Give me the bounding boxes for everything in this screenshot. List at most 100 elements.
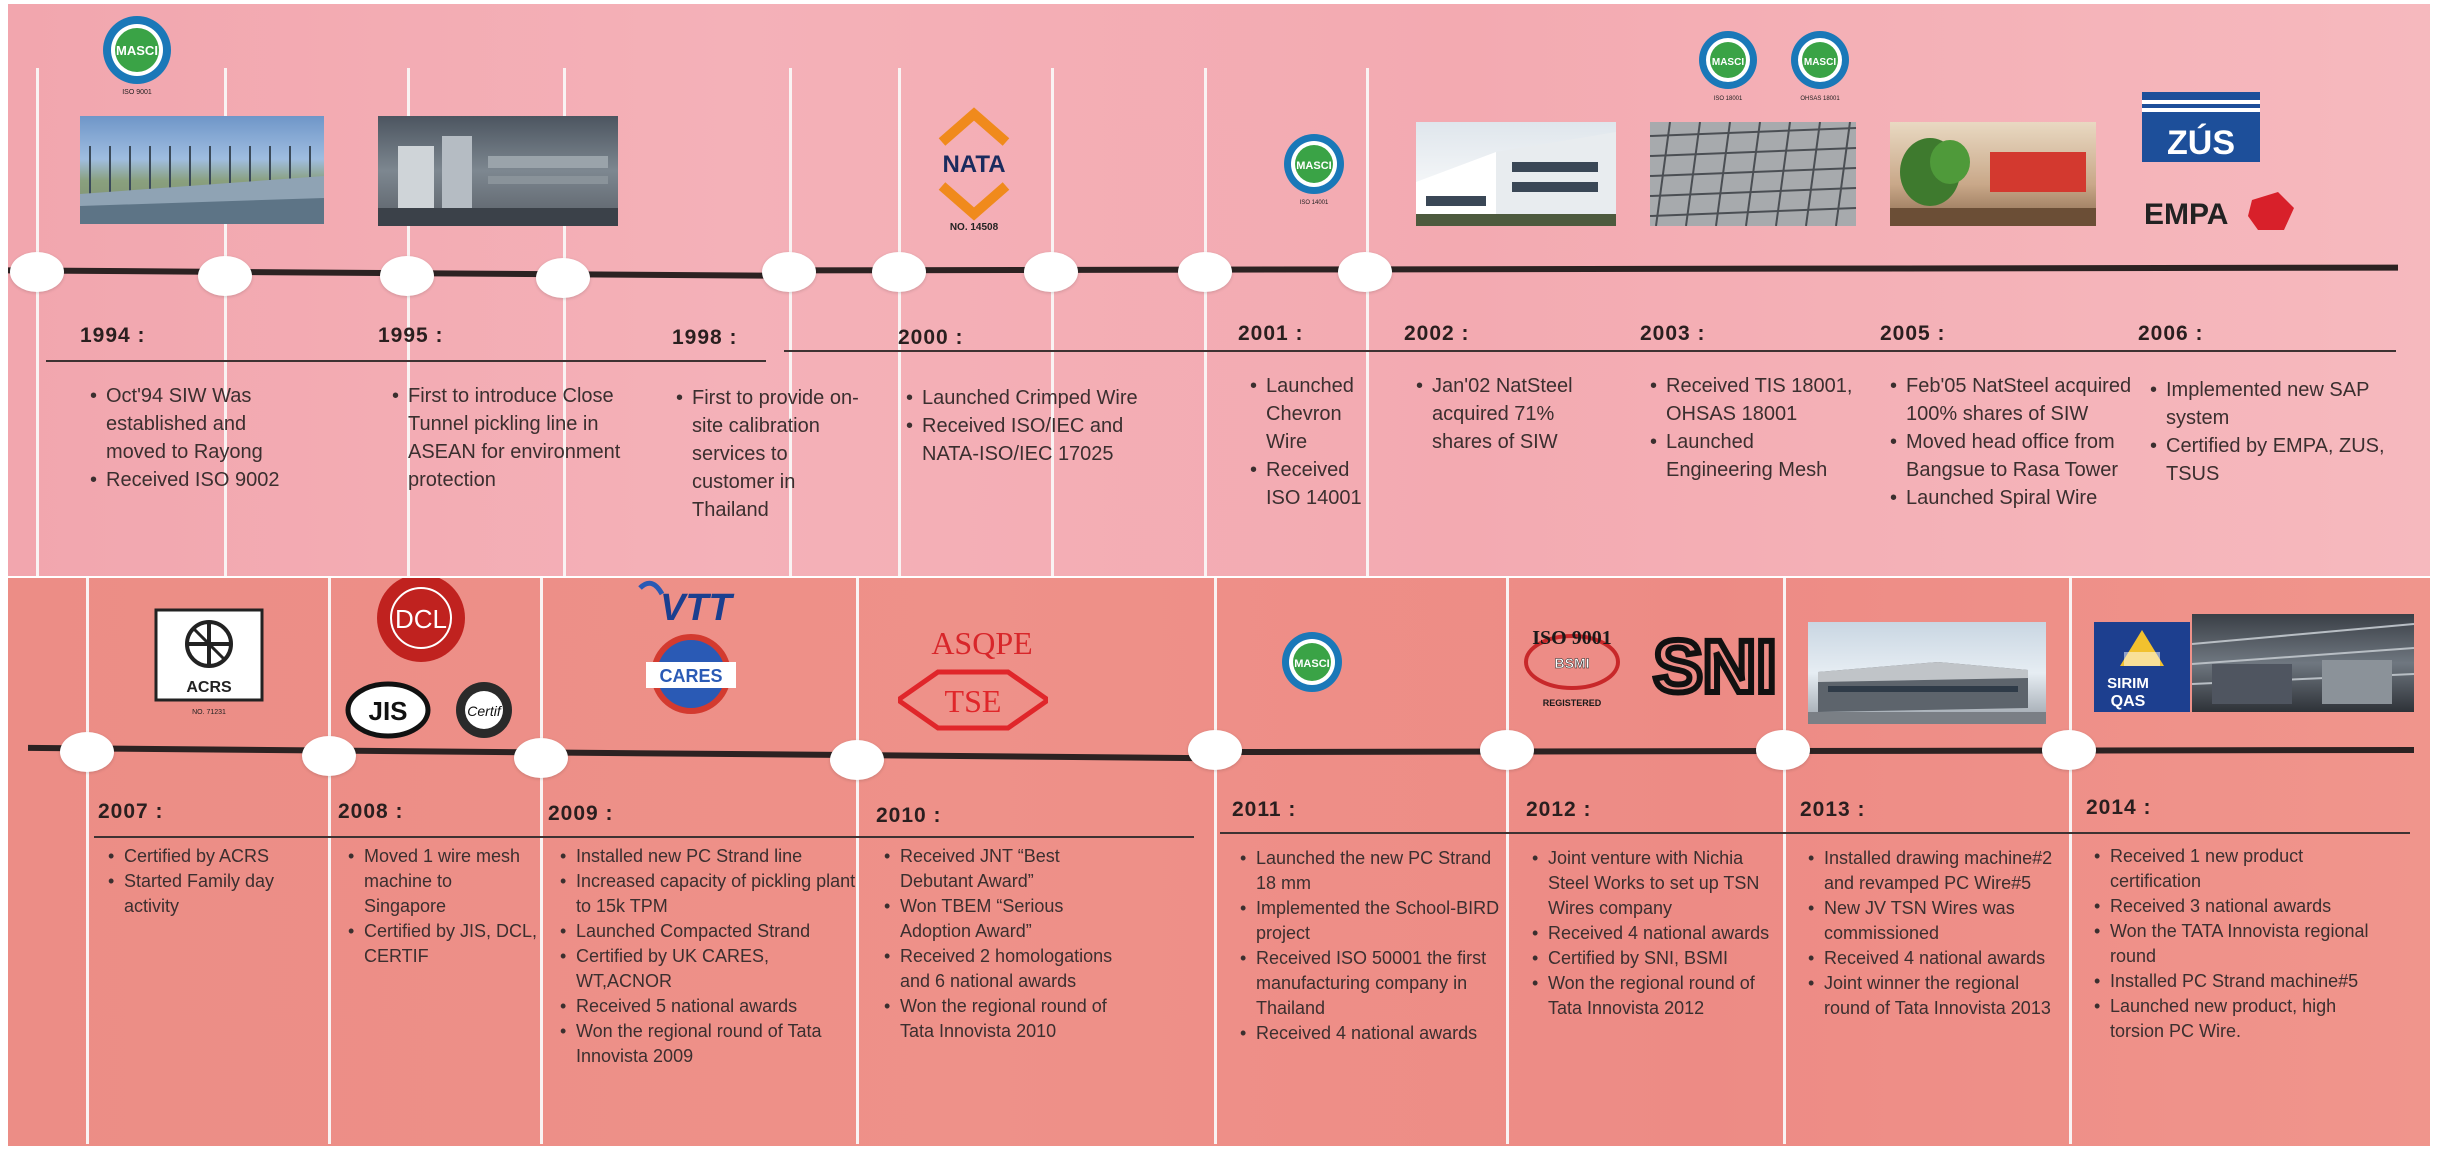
timeline-node-1998 [380, 256, 434, 296]
list-item: Certified by UK CARES, WT,ACNOR [560, 944, 856, 994]
empa-text: EMPA [2144, 198, 2228, 231]
list-item: Joint winner the regional round of Tata … [1808, 971, 2068, 1021]
list-item: Feb'05 NatSteel acquired 100% shares of … [1890, 372, 2140, 428]
milestone-list-2009: Installed new PC Strand line Increased c… [560, 844, 856, 1069]
timeline-node-1994 [10, 252, 64, 292]
list-item: Launched Engineering Mesh [1650, 428, 1860, 484]
year-label-2012: 2012 : [1526, 798, 1592, 821]
list-item: Received 5 national awards [560, 994, 856, 1019]
list-item: Oct'94 SIW Was established and moved to … [90, 382, 310, 466]
timeline-connector [86, 578, 89, 1144]
list-item: Installed PC Strand machine#5 [2094, 969, 2394, 994]
year-label-2014: 2014 : [2086, 796, 2152, 819]
list-item: Certified by EMPA, ZUS, TSUS [2150, 432, 2400, 488]
year-rule [46, 360, 766, 362]
list-item: New JV TSN Wires was commissioned [1808, 896, 2068, 946]
milestone-list-1998: First to provide on-site calibration ser… [676, 384, 864, 524]
timeline-node-2002 [872, 252, 926, 292]
list-item: Won the TATA Innovista regional round [2094, 919, 2394, 969]
timeline-node-2012 [1480, 730, 1534, 770]
nata-number: NO. 14508 [950, 222, 999, 233]
pickling-line-photo [378, 116, 618, 226]
timeline-node-2006 [1338, 252, 1392, 292]
list-item: Launched Crimped Wire [906, 384, 1146, 412]
list-item: Launched Spiral Wire [1890, 484, 2140, 512]
acrs-text: ACRS [186, 679, 232, 696]
iso9001-caption: ISO 9001 [122, 89, 152, 96]
timeline-connector [1506, 578, 1509, 1144]
list-item: Implemented the School-BIRD project [1240, 896, 1502, 946]
list-item: Moved 1 wire mesh machine to Singapore [348, 844, 538, 919]
list-item: Started Family day activity [108, 869, 318, 919]
list-item: Certified by SNI, BSMI [1532, 946, 1782, 971]
timeline-connector [1783, 578, 1786, 1144]
year-rule [1220, 832, 2410, 834]
milestone-list-2005: Feb'05 NatSteel acquired 100% shares of … [1890, 372, 2140, 512]
bsmi-iso9001-logo: ISO 9001 BSMI REGISTERED [1524, 627, 1620, 708]
acrs-logo: ACRS NO. 71231 [154, 608, 264, 716]
milestone-list-2013: Installed drawing machine#2 and revamped… [1808, 846, 2068, 1021]
milestone-list-2010: Received JNT “Best Debutant Award” Won T… [884, 844, 1124, 1044]
zus-logo: ZÚS [2142, 92, 2260, 162]
timeline-node-2010 [830, 740, 884, 780]
svg-text:MASCI: MASCI [1296, 160, 1331, 172]
list-item: Certified by JIS, DCL, CERTIF [348, 919, 538, 969]
qas-text: QAS [2111, 693, 2146, 710]
year-rule [784, 350, 2396, 352]
nata-text: NATA [942, 151, 1005, 178]
timeline-node-2013 [1756, 730, 1810, 770]
zus-text: ZÚS [2167, 124, 2235, 162]
timeline-connector [789, 68, 792, 576]
cares-logo: CARES [646, 634, 736, 714]
milestone-list-2012: Joint venture with Nichia Steel Works to… [1532, 846, 1782, 1021]
list-item: Won the regional round of Tata Innovista… [1532, 971, 1782, 1021]
timeline-node-2003 [1024, 252, 1078, 292]
year-label-2003: 2003 : [1640, 322, 1706, 345]
masci-iso50001-logo: MASCI [1282, 632, 1342, 692]
timeline-connector [224, 68, 227, 576]
tse-logo: TSE [898, 669, 1048, 731]
milestone-list-2006: Implemented new SAP system Certified by … [2150, 376, 2400, 488]
year-label-1998: 1998 : [672, 326, 738, 349]
timeline-connector [563, 68, 566, 576]
milestone-list-2007: Certified by ACRS Started Family day act… [108, 844, 318, 919]
list-item: Received 2 homologations and 6 national … [884, 944, 1124, 994]
engineering-mesh-photo [1650, 122, 1856, 226]
year-rule [94, 836, 1194, 838]
timeline-node-2005 [1178, 252, 1232, 292]
year-label-2000: 2000 : [898, 326, 964, 349]
milestone-list-1995: First to introduce Close Tunnel pickling… [392, 382, 622, 494]
sirim-qas-logo: SIRIM QAS [2094, 622, 2190, 712]
list-item: Received 4 national awards [1532, 921, 1782, 946]
list-item: Installed new PC Strand line [560, 844, 856, 869]
office-building-photo [1416, 122, 1616, 226]
year-label-1994: 1994 : [80, 324, 146, 347]
milestone-list-2014: Received 1 new product certification Rec… [2094, 844, 2394, 1044]
milestone-list-2002: Jan'02 NatSteel acquired 71% shares of S… [1416, 372, 1606, 456]
timeline-node-2011 [1188, 730, 1242, 770]
list-item: Implemented new SAP system [2150, 376, 2400, 432]
nata-logo: NATA NO. 14508 [938, 107, 1010, 233]
timeline-band-1994-2006: 1994 : 1995 : 1998 : 2000 : 2001 : 2002 … [8, 4, 2430, 576]
milestone-list-2000: Launched Crimped Wire Received ISO/IEC a… [906, 384, 1146, 468]
list-item: Launched new product, high torsion PC Wi… [2094, 994, 2394, 1044]
list-item: Won the regional round of Tata Innovista… [560, 1019, 856, 1069]
list-item: Moved head office from Bangsue to Rasa T… [1890, 428, 2140, 484]
head-office-photo [1890, 122, 2096, 226]
timeline-node-2000 [536, 258, 590, 298]
svg-text:MASCI: MASCI [1294, 658, 1329, 670]
timeline-node-2009 [514, 738, 568, 778]
year-label-2001: 2001 : [1238, 322, 1304, 345]
timeline-node-2001 [762, 252, 816, 292]
tse-text: TSE [945, 683, 1002, 719]
bsmi-iso-text: ISO 9001 [1532, 627, 1611, 649]
list-item: Received 1 new product certification [2094, 844, 2394, 894]
milestone-list-2003: Received TIS 18001, OHSAS 18001 Launched… [1650, 372, 1860, 484]
timeline-node-2007 [60, 732, 114, 772]
timeline-band-2007-2014: 2007 : 2008 : 2009 : 2010 : 2011 : 2012 … [8, 578, 2430, 1146]
bsmi-text: BSMI [1555, 655, 1590, 671]
timeline-node-2008 [302, 736, 356, 776]
jis-certif-logos: JIS Certif [345, 681, 512, 739]
pc-strand-machine-photo [2192, 614, 2414, 712]
timeline-connector [407, 68, 410, 576]
